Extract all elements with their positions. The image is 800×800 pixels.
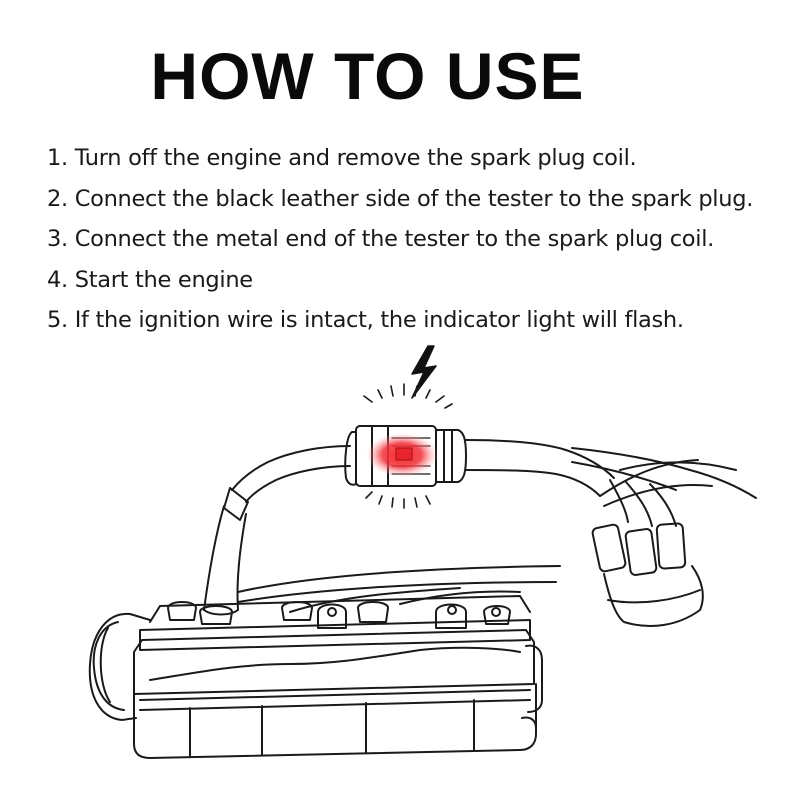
engine-wiring (237, 565, 561, 613)
step-5: 5. If the ignition wire is intact, the i… (47, 307, 684, 333)
step-3: 3. Connect the metal end of the tester t… (47, 226, 715, 252)
flash-rays (363, 383, 453, 509)
engine-illustration (88, 345, 757, 759)
engine-block (88, 595, 543, 759)
instruction-list: 1. Turn off the engine and remove the sp… (47, 138, 753, 341)
ignition-wire (203, 445, 351, 616)
lightning-bolt-icon (411, 345, 437, 399)
page-title: HOW TO USE (150, 39, 585, 113)
step-4: 4. Start the engine (47, 266, 253, 293)
distributor-cap (571, 447, 757, 627)
step-1: 1. Turn off the engine and remove the sp… (47, 145, 637, 171)
step-2: 2. Connect the black leather side of the… (47, 185, 754, 212)
spark-plug-tester-icon (344, 425, 615, 497)
